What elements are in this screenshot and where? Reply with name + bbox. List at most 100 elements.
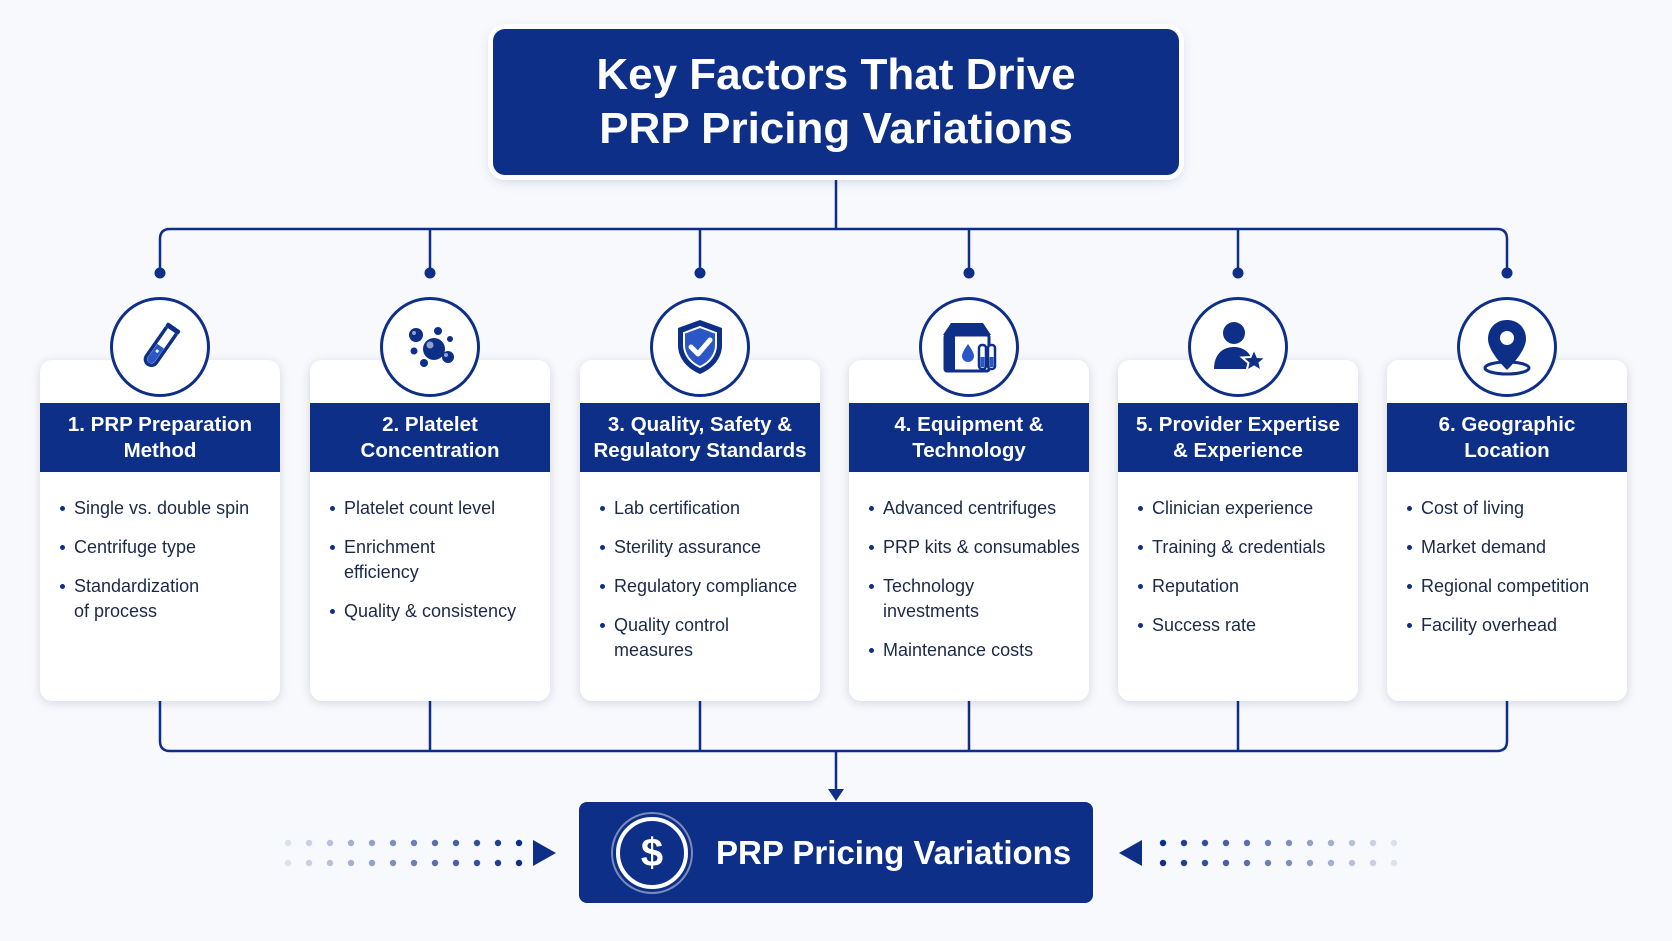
diagram-title-box: Key Factors That Drive PRP Pricing Varia… xyxy=(493,29,1179,175)
expert-star-icon xyxy=(1188,297,1288,397)
factor-title-line: Method xyxy=(123,438,197,462)
arrow-dot xyxy=(410,859,418,867)
factor-title: 5. Provider Expertise& Experience xyxy=(1118,403,1358,472)
arrow-dot xyxy=(431,859,439,867)
shield-check-icon xyxy=(650,297,750,397)
factor-item: Maintenance costs xyxy=(867,638,1085,663)
factor-item-text: Lab certification xyxy=(614,498,741,518)
factor-item: Training & credentials xyxy=(1136,535,1354,560)
title-line-2: PRP Pricing Variations xyxy=(599,104,1073,153)
factor-item: Facility overhead xyxy=(1405,613,1623,638)
factor-title-line: 3. Quality, Safety & xyxy=(607,412,793,436)
arrow-dot xyxy=(494,839,502,847)
factor-item-text: Cost of living xyxy=(1421,498,1525,518)
arrow-dot xyxy=(1243,859,1251,867)
arrow-dot xyxy=(1201,859,1209,867)
arrow-dot xyxy=(1222,859,1230,867)
equipment-kit-icon xyxy=(919,297,1019,397)
factor-item: Advanced centrifuges xyxy=(867,496,1085,521)
factor-item-text: measures xyxy=(614,640,694,660)
factor-item: Quality & consistency xyxy=(328,599,546,624)
arrow-dot xyxy=(347,839,355,847)
arrow-dot xyxy=(515,859,523,867)
arrow-dot xyxy=(452,859,460,867)
arrow-dot xyxy=(1369,859,1377,867)
arrow-dot xyxy=(305,859,313,867)
factor-item-text: Maintenance costs xyxy=(883,640,1034,660)
left-dotted-arrow xyxy=(284,839,523,867)
location-pin-icon xyxy=(1457,297,1557,397)
factor-item-text: Standardization xyxy=(74,576,200,596)
arrow-dot xyxy=(1369,839,1377,847)
factor-item-text: efficiency xyxy=(344,562,419,582)
factor-item-text: Reputation xyxy=(1152,576,1240,596)
arrow-dot xyxy=(305,839,313,847)
factor-item: Success rate xyxy=(1136,613,1354,638)
arrow-dot xyxy=(1306,859,1314,867)
factor-card: 3. Quality, Safety &Regulatory Standards… xyxy=(580,360,820,701)
factor-item: Platelet count level xyxy=(328,496,546,521)
factor-item-text: Advanced centrifuges xyxy=(883,498,1057,518)
right-arrowhead-icon xyxy=(1119,840,1142,866)
arrow-dot xyxy=(368,859,376,867)
arrow-dot xyxy=(473,859,481,867)
arrow-dot xyxy=(1264,859,1272,867)
arrow-dot xyxy=(494,859,502,867)
factor-item-text: investments xyxy=(883,601,980,621)
arrow-dot xyxy=(1327,839,1335,847)
arrow-dot xyxy=(1159,859,1167,867)
arrow-dot xyxy=(1390,859,1398,867)
factor-item: Regulatory compliance xyxy=(598,574,816,599)
factor-item-text: Single vs. double spin xyxy=(74,498,250,518)
arrow-dot xyxy=(1348,839,1356,847)
factor-item: Regional competition xyxy=(1405,574,1623,599)
factor-item-text: PRP kits & consumables xyxy=(883,537,1080,557)
title-line-1: Key Factors That Drive xyxy=(596,50,1076,99)
arrow-dot xyxy=(1201,839,1209,847)
factor-title-line: 4. Equipment & xyxy=(894,412,1044,436)
arrow-dot xyxy=(389,859,397,867)
factor-item-text: Platelet count level xyxy=(344,498,496,518)
factor-title-line: 6. Geographic xyxy=(1438,412,1576,436)
factor-item: Cost of living xyxy=(1405,496,1623,521)
arrow-dot xyxy=(284,839,292,847)
factor-title: 3. Quality, Safety &Regulatory Standards xyxy=(580,403,820,472)
arrow-dot xyxy=(473,839,481,847)
factor-item-text: Sterility assurance xyxy=(614,537,762,557)
arrow-dot xyxy=(1159,839,1167,847)
arrow-dot xyxy=(1348,859,1356,867)
arrow-dot xyxy=(452,839,460,847)
factor-item-text: Success rate xyxy=(1152,615,1257,635)
factor-item-text: of process xyxy=(74,601,158,621)
left-arrowhead-icon xyxy=(533,840,556,866)
factor-item: Centrifuge type xyxy=(58,535,276,560)
factor-title-line: Regulatory Standards xyxy=(593,438,807,462)
arrow-dot xyxy=(326,859,334,867)
arrow-dot xyxy=(368,839,376,847)
result-label: PRP Pricing Variations xyxy=(716,833,1072,871)
factor-item-text: Training & credentials xyxy=(1152,537,1326,557)
factor-item-text: Quality & consistency xyxy=(344,601,517,621)
factor-item-text: Regional competition xyxy=(1421,576,1590,596)
factor-item: Lab certification xyxy=(598,496,816,521)
platelet-cells-icon xyxy=(380,297,480,397)
factor-item: PRP kits & consumables xyxy=(867,535,1085,560)
factor-title-line: Concentration xyxy=(360,438,500,462)
arrow-dot xyxy=(1285,839,1293,847)
factor-item-text: Facility overhead xyxy=(1421,615,1558,635)
factor-item: Reputation xyxy=(1136,574,1354,599)
arrow-dot xyxy=(515,839,523,847)
